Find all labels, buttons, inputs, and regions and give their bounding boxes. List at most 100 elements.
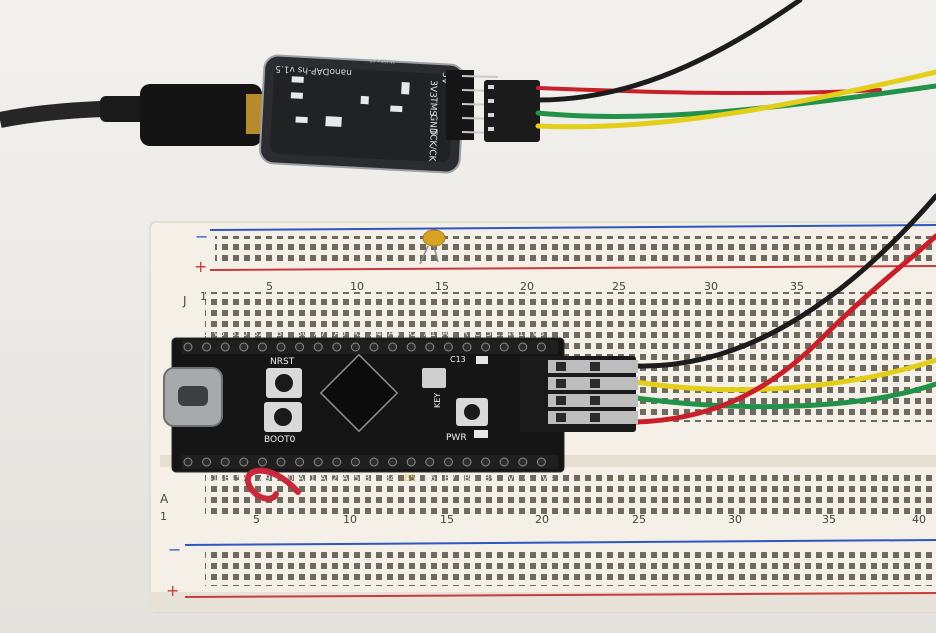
bottom-col-25: 25	[632, 513, 646, 526]
header-pin	[276, 342, 286, 352]
pin-bottom-a12: A12	[320, 474, 338, 484]
pwr-led	[474, 430, 488, 438]
bottom-pin-circles	[183, 457, 546, 467]
pin-bottom-b15: B15	[224, 474, 242, 484]
wire-black-board	[633, 193, 936, 369]
pin-bottom-b7: B7	[444, 474, 456, 484]
pin-top-c14: C14	[494, 329, 512, 339]
bottom-col-15: 15	[440, 513, 454, 526]
pin-bottom-a15: A15	[342, 474, 360, 484]
pin-top-r: R	[462, 329, 468, 339]
pin-bottom-b3: B3	[364, 474, 376, 484]
rail-top-red-line	[209, 265, 936, 271]
top-col-15: 15	[435, 280, 449, 293]
nrst-label: NRST	[270, 357, 295, 367]
wire-red-board	[633, 233, 936, 425]
header-pin	[388, 457, 398, 467]
pin-top-5v: 5V	[179, 329, 192, 339]
pin-bottom-a11: A11	[298, 474, 316, 484]
pin-bottom-a9: A9	[259, 474, 271, 484]
pin-bottom-g: G	[524, 474, 531, 484]
debugger-probe: nanoDAP-hs v1.5 MUSE LAB 5V 3V3 TMS GND …	[259, 54, 540, 174]
rail-top-plus-label: +	[194, 257, 207, 276]
pin-top-b10: B10	[230, 329, 248, 339]
pin-top-b2: B2	[252, 329, 264, 339]
header-pin	[350, 342, 360, 352]
wire-red-debugger	[536, 86, 882, 96]
header-pin	[276, 457, 286, 467]
key-label: KEY	[433, 393, 442, 408]
header-pin	[388, 342, 398, 352]
top-col-30: 30	[704, 280, 718, 293]
bottom-col-20: 20	[535, 513, 549, 526]
nrst-button	[266, 368, 302, 398]
header-pin	[183, 457, 193, 467]
wire-yellow-board	[633, 357, 936, 393]
header-pin	[462, 342, 472, 352]
header-pin	[295, 457, 305, 467]
rail-top-blue-line	[209, 224, 936, 231]
top-col-25: 25	[612, 280, 626, 293]
red-jumper-loop	[244, 467, 301, 502]
bottom-col-10: 10	[343, 513, 357, 526]
header-pin	[369, 342, 379, 352]
header-pin	[518, 342, 528, 352]
header-pin	[239, 342, 249, 352]
pin-top-a5: A5	[352, 329, 364, 339]
header-pin	[462, 457, 472, 467]
rail-bottom-plus-label: +	[166, 581, 179, 600]
debugger-model-label: nanoDAP-hs v1.5	[275, 63, 352, 77]
top-pin-circles	[183, 342, 546, 352]
debugger-pin-5v: 5V	[439, 72, 450, 85]
rail-bottom-blue-line	[184, 539, 936, 546]
header-pin	[202, 342, 212, 352]
pin-top-b0: B0	[296, 329, 308, 339]
header-pin	[332, 457, 342, 467]
pin-top-a3: A3	[388, 329, 400, 339]
header-pin	[481, 342, 491, 352]
row-bottom-number-1: 1	[160, 510, 167, 523]
header-pin	[536, 457, 546, 467]
top-col-20: 20	[520, 280, 534, 293]
debugger-pin-3v3: 3V3	[427, 80, 438, 98]
header-pin	[406, 342, 416, 352]
pin-bottom-b14: B14	[206, 474, 224, 484]
pin-bottom-b12: B12	[170, 474, 188, 484]
jumper-wires	[535, 0, 936, 425]
pin-top-v3: V3	[213, 329, 225, 339]
header-pin	[239, 457, 249, 467]
wire-black-debugger	[535, 0, 803, 103]
pin-top-c15: C15	[474, 329, 492, 339]
top-col-35: 35	[790, 280, 804, 293]
pin-top-a7: A7	[314, 329, 326, 339]
bottom-col-35: 35	[822, 513, 836, 526]
header-pin	[313, 457, 323, 467]
header-pin	[183, 342, 193, 352]
header-pin	[369, 457, 379, 467]
pin-bottom-b4: B4	[384, 474, 396, 484]
header-pin	[350, 457, 360, 467]
boot0-label: BOOT0	[264, 435, 296, 445]
bottom-column-numbers: 5 10 15 20 25 30 35 40	[253, 513, 926, 526]
c13-label: C13	[450, 355, 466, 364]
header-pin	[481, 457, 491, 467]
debugger-pin-gnd: GND	[427, 114, 438, 135]
pin-top-a6: A6	[334, 329, 346, 339]
pin-top-b1: B1	[276, 329, 288, 339]
stm32-board: 5V G V3 B10 B2 B1 B0 A7 A6 A5 A4 A3 A2 A…	[163, 329, 638, 484]
header-pin	[313, 342, 323, 352]
row-label-j: J	[182, 294, 187, 308]
key-button	[456, 398, 488, 426]
header-pin	[295, 342, 305, 352]
header-pin	[257, 342, 267, 352]
pin-top-c13: C13	[512, 329, 530, 339]
header-pin	[443, 342, 453, 352]
pin-top-a0: A0	[442, 329, 454, 339]
header-pin	[518, 457, 528, 467]
ceramic-capacitor	[419, 229, 446, 265]
rail-top-minus-label: −	[195, 227, 208, 246]
header-pin	[257, 457, 267, 467]
header-pin	[499, 457, 509, 467]
row-label-a: A	[160, 492, 169, 506]
